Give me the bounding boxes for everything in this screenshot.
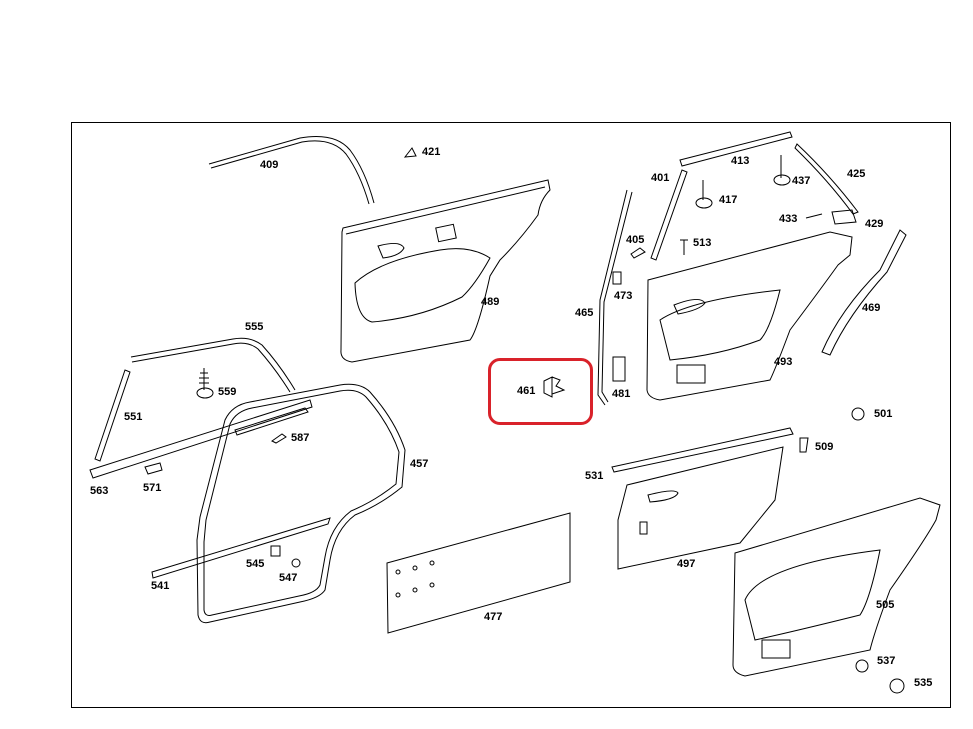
part-501-grommet <box>851 407 865 421</box>
part-437-screw <box>773 155 791 186</box>
label-481: 481 <box>612 388 631 400</box>
label-405: 405 <box>626 234 645 246</box>
label-535: 535 <box>914 677 933 689</box>
part-417-screw <box>695 180 713 209</box>
label-493: 493 <box>774 356 793 368</box>
part-513-pin <box>680 239 688 255</box>
label-477: 477 <box>484 611 503 623</box>
label-513: 513 <box>693 237 712 249</box>
part-563-strip <box>89 399 313 479</box>
part-537-washer <box>855 659 869 673</box>
part-473-clip <box>612 271 622 285</box>
part-489-door-panel <box>340 179 551 363</box>
label-429: 429 <box>865 218 884 230</box>
part-587-strip <box>234 407 309 436</box>
label-531: 531 <box>585 470 604 482</box>
label-401: 401 <box>651 172 670 184</box>
part-551-strip <box>94 369 131 462</box>
part-531-strip <box>611 427 794 473</box>
label-433: 433 <box>779 213 798 225</box>
part-547-plug <box>291 558 301 568</box>
part-457-door-seal <box>196 383 406 624</box>
label-413: 413 <box>731 155 750 167</box>
label-409: 409 <box>260 159 279 171</box>
label-425: 425 <box>847 168 866 180</box>
label-551: 551 <box>124 411 143 423</box>
label-461[interactable]: 461 <box>517 385 536 397</box>
part-461-clip[interactable] <box>543 376 566 398</box>
part-559-screw <box>196 368 214 399</box>
label-501: 501 <box>874 408 893 420</box>
label-497: 497 <box>677 558 696 570</box>
label-505: 505 <box>876 599 895 611</box>
part-587-clip <box>271 433 287 444</box>
label-465: 465 <box>575 307 594 319</box>
label-563: 563 <box>90 485 109 497</box>
part-481-clip <box>612 356 626 382</box>
label-473: 473 <box>614 290 633 302</box>
label-559: 559 <box>218 386 237 398</box>
label-509: 509 <box>815 441 834 453</box>
part-465-seal <box>597 189 633 406</box>
label-587: 587 <box>291 432 310 444</box>
part-477-sheet <box>386 512 571 634</box>
part-535-screw <box>889 678 905 694</box>
label-545: 545 <box>246 558 265 570</box>
diagram-frame <box>71 122 951 708</box>
part-409-channel <box>208 136 375 205</box>
part-497-door-panel <box>617 446 784 570</box>
label-437: 437 <box>792 175 811 187</box>
part-433-pin <box>805 213 823 219</box>
label-421: 421 <box>422 146 441 158</box>
label-457: 457 <box>410 458 429 470</box>
part-413-channel <box>679 131 793 167</box>
part-401-strip <box>650 169 688 261</box>
label-417: 417 <box>719 194 738 206</box>
label-571: 571 <box>143 482 162 494</box>
part-545-clip <box>270 545 281 557</box>
part-429-clip <box>831 209 857 225</box>
label-547: 547 <box>279 572 298 584</box>
part-405-clip <box>630 247 646 259</box>
part-555-channel <box>130 337 296 393</box>
part-509-clip <box>799 437 809 453</box>
part-571-clip <box>144 462 163 475</box>
label-537: 537 <box>877 655 896 667</box>
label-555: 555 <box>245 321 264 333</box>
part-421-clip <box>403 147 417 158</box>
highlight-box-461 <box>488 358 593 425</box>
label-469: 469 <box>862 302 881 314</box>
part-505-door-panel <box>732 497 941 677</box>
label-489: 489 <box>481 296 500 308</box>
part-541-strip <box>151 517 331 579</box>
part-469-strip <box>821 229 907 356</box>
part-493-door-panel <box>646 231 853 401</box>
label-541: 541 <box>151 580 170 592</box>
